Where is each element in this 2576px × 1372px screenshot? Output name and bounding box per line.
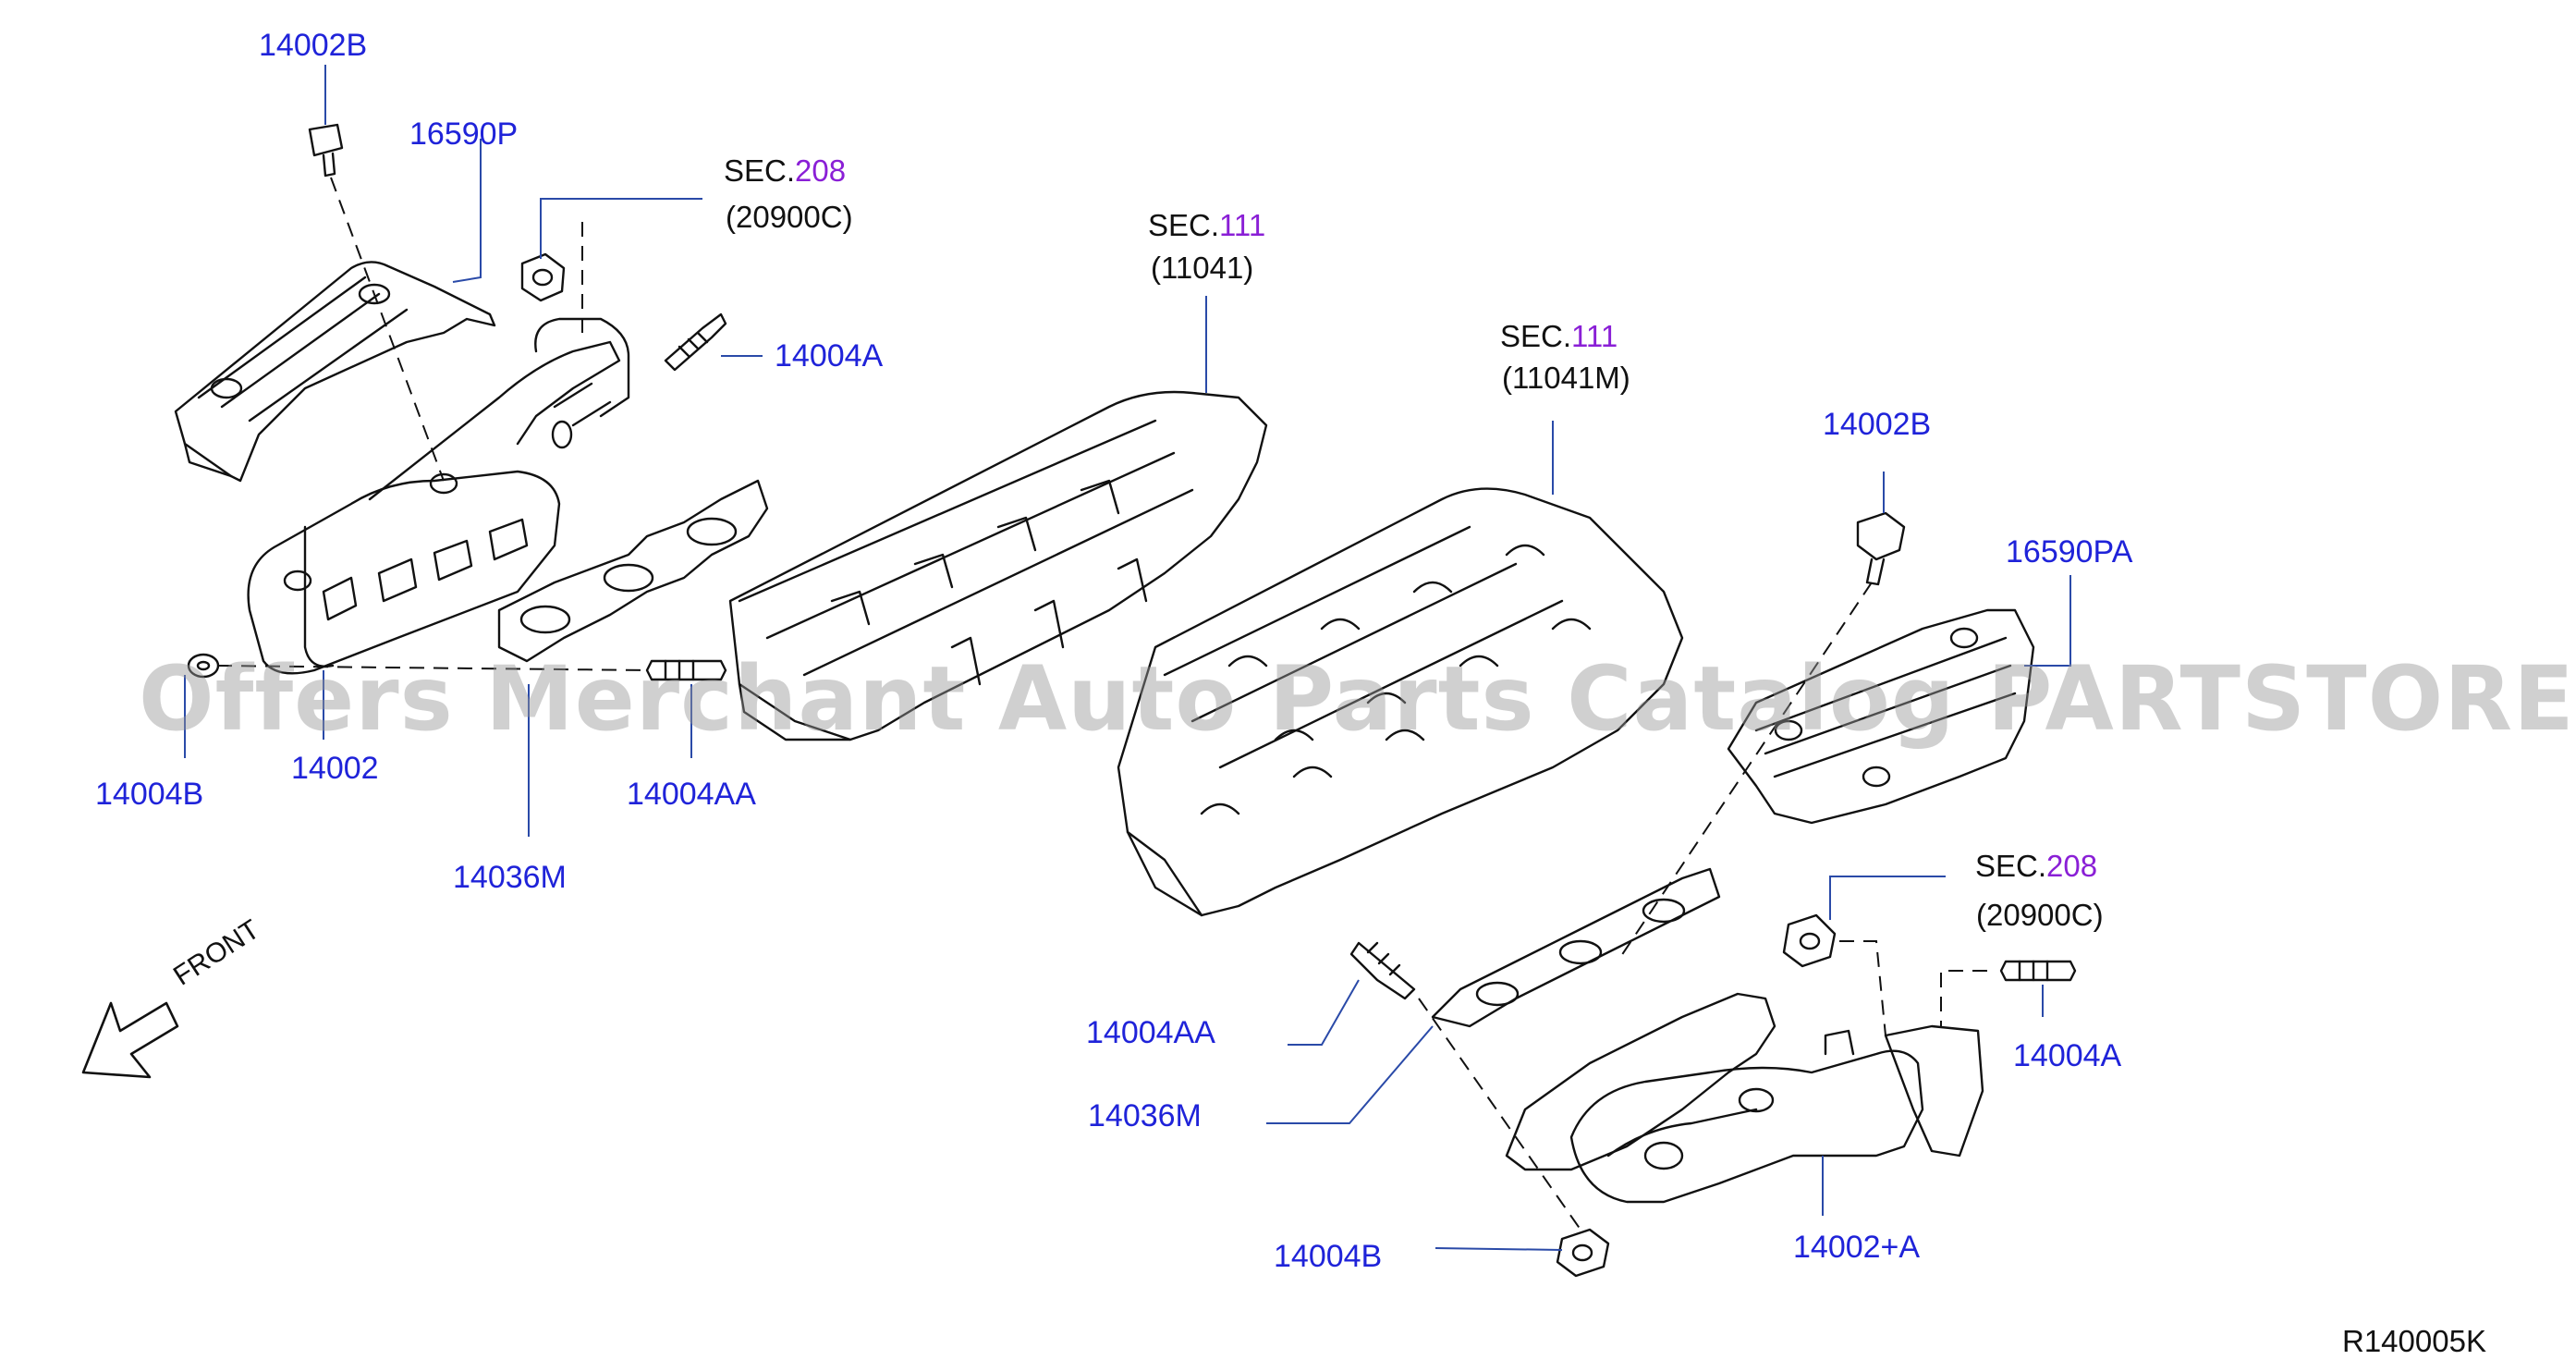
stud-14004A-left	[664, 312, 727, 372]
label-14002A[interactable]: 14002+A	[1793, 1230, 1921, 1265]
leader-lines	[184, 65, 2071, 1251]
label-14004A-left[interactable]: 14004A	[775, 338, 884, 374]
nut-20900C-left	[520, 252, 566, 302]
diagram-code: R140005K	[2342, 1324, 2486, 1358]
label-14002[interactable]: 14002	[291, 751, 379, 786]
section-sub-11041: (11041)	[1151, 251, 1254, 285]
cylinder-head-left	[728, 390, 1268, 741]
bolt-14002B-right	[1856, 511, 1906, 586]
label-16590PA[interactable]: 16590PA	[2006, 534, 2133, 570]
label-16590P[interactable]: 16590P	[409, 116, 519, 152]
exhaust-manifold-left	[247, 317, 630, 675]
heat-shield-right	[1727, 608, 2035, 825]
gasket-left	[497, 479, 769, 663]
nut-14004B-right	[1556, 1228, 1610, 1278]
section-ref-208-left[interactable]: SEC.208	[724, 155, 846, 186]
section-number: 208	[2046, 849, 2098, 883]
section-prefix: SEC.	[1975, 849, 2047, 883]
cylinder-head-right	[1117, 487, 1684, 917]
section-number: 208	[795, 153, 847, 188]
bolt-14002B-left	[308, 123, 344, 178]
label-14004AA-right[interactable]: 14004AA	[1086, 1015, 1215, 1050]
label-14036M-right[interactable]: 14036M	[1088, 1098, 1202, 1133]
assembly-lines	[216, 177, 1987, 1231]
section-prefix: SEC.	[1148, 208, 1220, 242]
washer-14004B-left	[187, 653, 220, 679]
label-14004A-right[interactable]: 14004A	[2013, 1038, 2122, 1073]
section-sub-11041M: (11041M)	[1502, 361, 1630, 395]
label-14004B-left[interactable]: 14004B	[95, 777, 204, 812]
section-number: 111	[1571, 319, 1618, 353]
section-prefix: SEC.	[1500, 319, 1572, 353]
stud-14004AA-left	[645, 659, 727, 681]
label-14036M-left[interactable]: 14036M	[453, 860, 567, 895]
label-14004B-right[interactable]: 14004B	[1274, 1239, 1383, 1274]
gasket-right	[1431, 867, 1721, 1028]
stud-14004A-right	[1999, 960, 2077, 982]
label-14004AA-left[interactable]: 14004AA	[627, 777, 756, 812]
section-sub-20900C-right: (20900C)	[1976, 898, 2104, 932]
section-number: 111	[1219, 208, 1266, 242]
section-prefix: SEC.	[724, 153, 796, 188]
section-ref-111-left[interactable]: SEC.111	[1148, 210, 1265, 240]
nut-20900C-right	[1782, 913, 1837, 968]
label-14002B-right[interactable]: 14002B	[1823, 407, 1932, 442]
section-ref-208-right[interactable]: SEC.208	[1975, 851, 2097, 881]
front-arrow-icon	[81, 1001, 179, 1079]
label-14002B-top[interactable]: 14002B	[259, 28, 368, 63]
stud-14004AA-right	[1349, 941, 1416, 1000]
exhaust-manifold-right	[1505, 992, 1984, 1204]
section-sub-20900C-left: (20900C)	[726, 200, 853, 234]
heat-shield-left	[174, 261, 496, 483]
section-ref-111-right[interactable]: SEC.111	[1500, 321, 1618, 351]
